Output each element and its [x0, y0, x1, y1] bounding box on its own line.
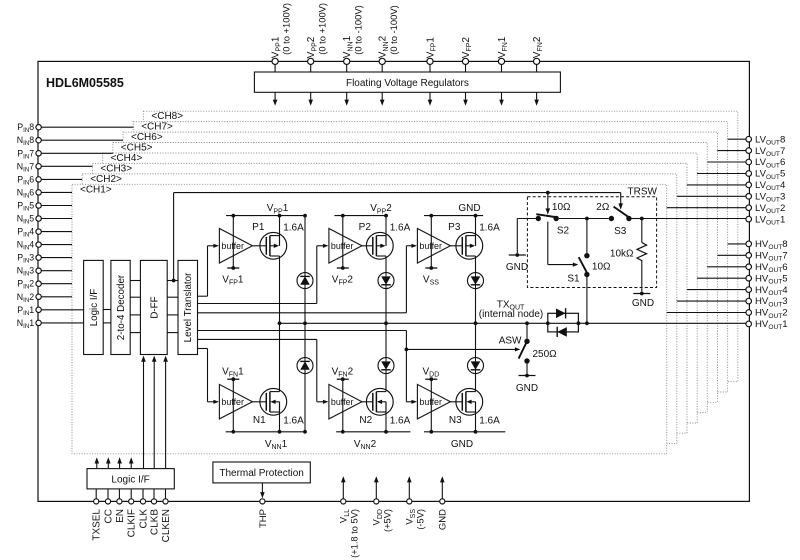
- svg-text:TXSEL: TXSEL: [92, 509, 103, 541]
- svg-text:(+1.8 to 5V): (+1.8 to 5V): [350, 509, 360, 558]
- svg-text:VNN1: VNN1: [342, 35, 354, 58]
- svg-text:(0 to +100V): (0 to +100V): [281, 3, 292, 55]
- svg-text:<CH4>: <CH4>: [111, 153, 143, 164]
- svg-text:VFP2: VFP2: [332, 274, 354, 286]
- svg-text:GND: GND: [632, 298, 654, 309]
- svg-text:NIN5: NIN5: [17, 214, 35, 226]
- svg-text:GND: GND: [506, 262, 528, 273]
- svg-text:P2: P2: [359, 222, 372, 233]
- svg-text:Logic I/F: Logic I/F: [111, 475, 149, 486]
- svg-text:Thermal Protection: Thermal Protection: [219, 468, 303, 479]
- svg-text:PIN3: PIN3: [17, 253, 34, 265]
- svg-text:buffer: buffer: [331, 241, 354, 251]
- svg-text:GND: GND: [458, 203, 480, 214]
- svg-text:VPP2: VPP2: [306, 36, 318, 58]
- svg-text:(0 to +100V): (0 to +100V): [316, 3, 327, 55]
- svg-text:1.6A: 1.6A: [479, 416, 500, 427]
- svg-text:CLK: CLK: [138, 509, 149, 529]
- svg-text:NIN2: NIN2: [17, 292, 35, 304]
- svg-text:10Ω: 10Ω: [552, 202, 571, 213]
- svg-text:buffer: buffer: [419, 397, 442, 407]
- svg-text:CLKIF: CLKIF: [127, 509, 138, 537]
- svg-text:<CH3>: <CH3>: [100, 163, 132, 174]
- svg-text:VPP1: VPP1: [267, 203, 289, 215]
- svg-text:S2: S2: [557, 226, 570, 237]
- svg-text:PIN4: PIN4: [17, 227, 34, 239]
- svg-text:ASW: ASW: [499, 336, 522, 347]
- svg-text:NIN4: NIN4: [17, 240, 35, 252]
- svg-text:1.6A: 1.6A: [479, 223, 500, 234]
- svg-text:VFN1: VFN1: [222, 366, 244, 378]
- svg-text:1.6A: 1.6A: [283, 223, 304, 234]
- svg-text:(0 to -100V): (0 to -100V): [388, 5, 399, 55]
- svg-text:VNN1: VNN1: [265, 439, 288, 451]
- svg-text:<CH8>: <CH8>: [151, 111, 183, 122]
- svg-text:buffer: buffer: [221, 241, 244, 251]
- svg-text:<CH5>: <CH5>: [121, 143, 153, 154]
- svg-text:Logic I/F: Logic I/F: [89, 289, 100, 327]
- svg-text:N3: N3: [449, 415, 462, 426]
- svg-text:NIN7: NIN7: [17, 161, 35, 173]
- svg-text:D-FF: D-FF: [149, 296, 160, 318]
- svg-text:GND: GND: [516, 383, 538, 394]
- svg-text:2Ω: 2Ω: [596, 202, 610, 213]
- svg-text:N2: N2: [359, 415, 372, 426]
- svg-text:VFP2: VFP2: [461, 37, 473, 59]
- svg-text:PIN1: PIN1: [17, 305, 34, 317]
- svg-text:S3: S3: [614, 226, 627, 237]
- svg-text:THP: THP: [258, 509, 269, 528]
- svg-text:NIN3: NIN3: [17, 266, 35, 278]
- svg-text:PIN2: PIN2: [17, 279, 34, 291]
- svg-text:250Ω: 250Ω: [533, 349, 558, 360]
- svg-text:buffer: buffer: [221, 397, 244, 407]
- svg-text:buffer: buffer: [419, 241, 442, 251]
- svg-text:1.6A: 1.6A: [283, 416, 304, 427]
- svg-text:10Ω: 10Ω: [592, 262, 611, 273]
- svg-text:<CH1>: <CH1>: [80, 184, 112, 195]
- svg-text:P1: P1: [252, 222, 265, 233]
- svg-text:1.6A: 1.6A: [390, 223, 411, 234]
- svg-text:(0 to -100V): (0 to -100V): [352, 5, 363, 55]
- svg-text:PIN5: PIN5: [17, 201, 34, 213]
- svg-text:Level Translator: Level Translator: [183, 272, 194, 342]
- svg-text:PIN7: PIN7: [17, 148, 34, 160]
- svg-text:(-5V): (-5V): [416, 509, 426, 530]
- svg-text:S1: S1: [567, 273, 580, 284]
- svg-text:Floating Voltage Regulators: Floating Voltage Regulators: [346, 78, 469, 89]
- svg-text:<CH7>: <CH7>: [141, 122, 173, 133]
- svg-text:buffer: buffer: [331, 397, 354, 407]
- svg-text:(internal node): (internal node): [479, 309, 543, 320]
- svg-text:VFN1: VFN1: [497, 36, 509, 58]
- svg-text:PIN6: PIN6: [17, 174, 34, 186]
- svg-text:EN: EN: [115, 509, 126, 523]
- svg-text:NIN6: NIN6: [17, 187, 35, 199]
- svg-text:GND: GND: [438, 509, 449, 530]
- svg-text:P3: P3: [448, 222, 461, 233]
- svg-text:VFP1: VFP1: [425, 37, 437, 59]
- svg-text:HDL6M05585: HDL6M05585: [46, 76, 124, 90]
- svg-text:<CH6>: <CH6>: [131, 132, 163, 143]
- svg-text:<CH2>: <CH2>: [90, 174, 122, 185]
- svg-text:VPP1: VPP1: [271, 36, 283, 58]
- svg-text:VNN2: VNN2: [378, 35, 390, 58]
- svg-text:NIN1: NIN1: [17, 318, 35, 330]
- svg-text:N1: N1: [253, 415, 266, 426]
- svg-text:GND: GND: [451, 439, 473, 450]
- svg-text:TRSW: TRSW: [628, 186, 658, 197]
- svg-text:VFP1: VFP1: [222, 274, 244, 286]
- svg-text:CC: CC: [103, 509, 114, 523]
- svg-text:2-to-4 Decoder: 2-to-4 Decoder: [116, 274, 127, 340]
- svg-text:VFN2: VFN2: [532, 36, 544, 58]
- svg-text:NIN8: NIN8: [17, 135, 35, 147]
- svg-text:(+5V): (+5V): [383, 509, 393, 532]
- svg-text:PIN8: PIN8: [17, 122, 34, 134]
- svg-text:CLKB: CLKB: [149, 509, 160, 535]
- svg-text:10kΩ: 10kΩ: [610, 249, 634, 260]
- svg-text:VFN2: VFN2: [332, 366, 354, 378]
- svg-text:VPP2: VPP2: [370, 203, 392, 215]
- svg-text:1.6A: 1.6A: [390, 416, 411, 427]
- svg-text:VNN2: VNN2: [354, 439, 377, 451]
- svg-text:CLKEN: CLKEN: [161, 509, 172, 542]
